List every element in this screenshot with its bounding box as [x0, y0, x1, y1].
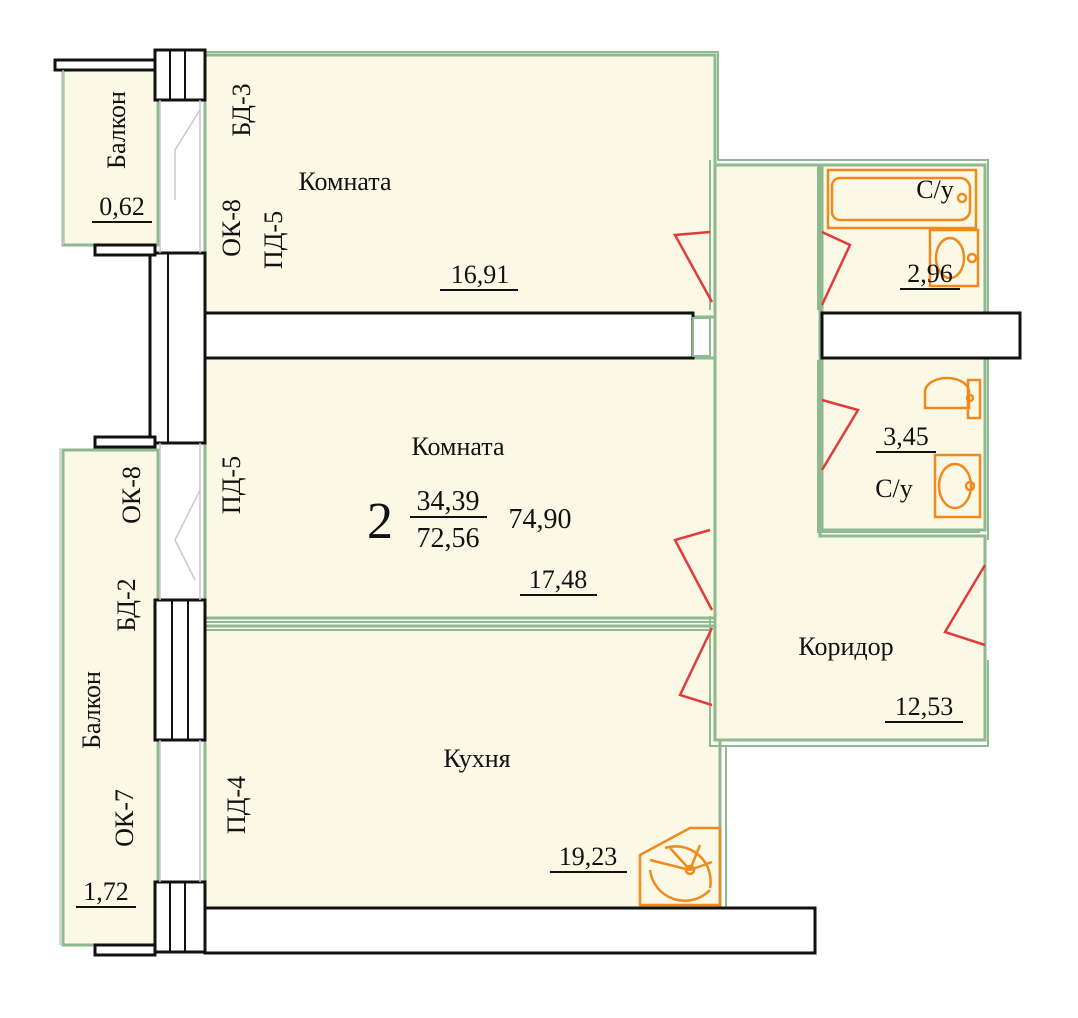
- sink-icon: [928, 228, 980, 288]
- mark-bd3: БД-3: [227, 83, 256, 136]
- column-bottom: [153, 880, 207, 954]
- balcony2-floor: [61, 448, 160, 947]
- door-swings: [672, 230, 987, 707]
- balcony1-rail-top: [53, 58, 157, 72]
- kitchen-floor: [203, 624, 722, 910]
- room1-floor: [203, 53, 717, 319]
- mark-bd2: БД-2: [112, 578, 141, 631]
- room1-name: Комната: [298, 167, 391, 196]
- useful-area: 72,56: [417, 523, 480, 554]
- bath2-area: 3,45: [883, 422, 929, 451]
- mark-pd4: ПД-4: [222, 776, 251, 834]
- room1-area: 16,91: [451, 260, 510, 289]
- kitchen-area: 19,23: [559, 842, 618, 871]
- mark-pd5-mid: ПД-5: [217, 456, 246, 514]
- mark-pd5-top: ПД-5: [259, 211, 288, 269]
- bath1-area: 2,96: [907, 259, 953, 288]
- facade-openings: [59, 70, 201, 945]
- balcony1-name: Балкон: [102, 91, 131, 169]
- balcony2-name: Балкон: [77, 671, 106, 749]
- column-details: [167, 50, 189, 952]
- sink-icon-2: [933, 453, 982, 519]
- room-floors: [61, 53, 987, 947]
- room2-name: Комната: [411, 432, 504, 461]
- corridor-area: 12,53: [895, 692, 954, 721]
- room2-floor: [203, 356, 717, 620]
- bathtub-icon: [826, 168, 978, 230]
- wall-bath-divider: [820, 311, 1022, 360]
- balcony2-area: 1,72: [83, 877, 129, 906]
- toilet-icon: [923, 376, 982, 420]
- outer-walls: [204, 51, 989, 910]
- rooms-count: 2: [367, 493, 393, 550]
- total-area: 74,90: [509, 504, 572, 535]
- wall-kitchen-bottom: [203, 906, 817, 955]
- mark-ok7: ОК-7: [110, 789, 139, 847]
- column-mid: [148, 251, 207, 445]
- column-top: [153, 48, 207, 102]
- corridor-name: Коридор: [798, 632, 893, 661]
- fixtures: [638, 168, 982, 907]
- corridor-floor: [713, 163, 987, 742]
- balcony2-rail-top: [93, 435, 157, 449]
- balcony1-area: 0,62: [99, 192, 145, 221]
- mark-ok8-top: ОК-8: [217, 199, 246, 257]
- wall-rooms-divider: [203, 311, 695, 360]
- balcony2-rail-bottom: [93, 943, 157, 957]
- bath2-floor: [820, 356, 987, 532]
- bath1-floor: [820, 163, 987, 317]
- mark-ok8-mid: ОК-8: [117, 466, 146, 524]
- balcony1-rail-bottom: [93, 243, 157, 257]
- opening-marks: БД-3 ОК-8 ПД-5 ОК-8 ПД-5 БД-2 ОК-7 ПД-4: [110, 83, 288, 847]
- room-labels: Комната 16,91 Комната 17,48 Кухня 19,23 …: [76, 91, 963, 908]
- bath2-name: С/у: [875, 474, 913, 503]
- kitchen-name: Кухня: [443, 744, 510, 773]
- kitchen-sink-icon: [638, 826, 722, 907]
- door-frame-small: [692, 317, 711, 357]
- living-area: 34,39: [417, 486, 480, 517]
- structural-walls[interactable]: [53, 48, 1022, 957]
- column-lower: [153, 598, 207, 742]
- apartment-summary: 2 34,39 72,56 74,90: [367, 486, 572, 554]
- room2-area: 17,48: [529, 565, 588, 594]
- bath1-name: С/у: [916, 175, 954, 204]
